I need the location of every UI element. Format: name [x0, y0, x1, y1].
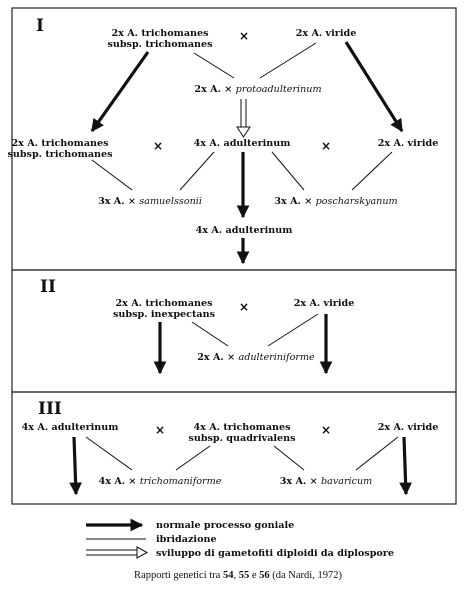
III-row1-center-line2: subsp. quadrivalens	[188, 433, 295, 444]
II-hybrid-adulteriniforme: 2x A. × adulteriniforme	[197, 352, 315, 363]
II-hybrid-line-right	[267, 313, 319, 347]
figure-caption: Rapporti genetici tra 54, 55 e 56 (da Na…	[134, 570, 342, 581]
I-row2-cross-right: ×	[321, 139, 331, 153]
III-goniale-arrow-right	[399, 436, 412, 496]
III-hybrid-bavaricum: 3x A. × bavaricum	[280, 476, 373, 487]
I-hybrid-protoadulterinum: 2x A. × protoadulterinum	[194, 84, 321, 95]
III-hybrid-line-bavaricum-right	[355, 436, 399, 471]
I-row1-cross: ×	[239, 29, 249, 43]
III-row1-cross-right: ×	[321, 423, 331, 437]
I-hybrid-poscharskyanum: 3x A. × poscharskyanum	[274, 196, 397, 207]
I-row2-left-line2: subsp. trichomanes	[7, 149, 112, 160]
II-row1-right: 2x A. viride	[294, 298, 355, 309]
III-row1-cross-left: ×	[155, 423, 165, 437]
I-hybrid-line-poscharskyanum-left	[271, 151, 305, 191]
section-II-numeral: II	[40, 277, 56, 297]
section-I-numeral: I	[36, 16, 44, 36]
section-III-box	[11, 391, 457, 505]
I-hybrid-line-right	[259, 42, 317, 79]
III-row1-right: 2x A. viride	[378, 422, 439, 433]
I-row1-left-line2: subsp. trichomanes	[107, 39, 212, 50]
legend-diplospore-label: sviluppo di gametofiti diploidi da diplo…	[156, 548, 394, 559]
III-goniale-arrow-left	[69, 436, 82, 496]
III-hybrid-trichomaniforme: 4x A. × trichomaniforme	[99, 476, 222, 487]
III-row1-center-line1: 4x A. trichomanes	[193, 422, 290, 433]
legend-diplospore-arrow-head	[136, 546, 149, 559]
I-row2-cross-left: ×	[153, 139, 163, 153]
I-row1-right: 2x A. viride	[296, 28, 357, 39]
I-diplospore-arrow-head	[236, 126, 251, 138]
I-result: 4x A. adulterinum	[196, 225, 293, 236]
section-II-box	[11, 269, 457, 393]
II-hybrid-line-left	[191, 321, 229, 347]
II-row1-left-line2: subsp. inexpectans	[113, 309, 215, 320]
I-hybrid-line-samuelssonii-right	[179, 151, 215, 191]
III-hybrid-line-trichomaniforme-left	[85, 436, 133, 471]
II-row1-cross: ×	[239, 300, 249, 314]
legend-hybrid-label: ibridazione	[156, 534, 217, 545]
I-hybrid-line-samuelssonii-left	[91, 159, 133, 191]
I-hybrid-line-left	[193, 52, 235, 79]
I-hybrid-samuelssonii: 3x A. × samuelssonii	[98, 196, 202, 207]
I-row2-right: 2x A. viride	[378, 138, 439, 149]
section-III-numeral: III	[38, 399, 62, 419]
II-row1-left-line1: 2x A. trichomanes	[115, 298, 212, 309]
I-goniale-arrow-right	[344, 41, 404, 133]
I-goniale-arrow-left	[90, 51, 150, 133]
I-row2-center: 4x A. adulterinum	[194, 138, 291, 149]
I-hybrid-line-poscharskyanum-right	[351, 151, 393, 191]
III-row1-left: 4x A. adulterinum	[22, 422, 119, 433]
III-hybrid-line-bavaricum-left	[273, 445, 305, 471]
I-row2-left-line1: 2x A. trichomanes	[11, 138, 108, 149]
I-row1-left-line1: 2x A. trichomanes	[111, 28, 208, 39]
III-hybrid-line-trichomaniforme-right	[175, 445, 211, 471]
legend-goniale-label: normale processo goniale	[156, 520, 294, 531]
